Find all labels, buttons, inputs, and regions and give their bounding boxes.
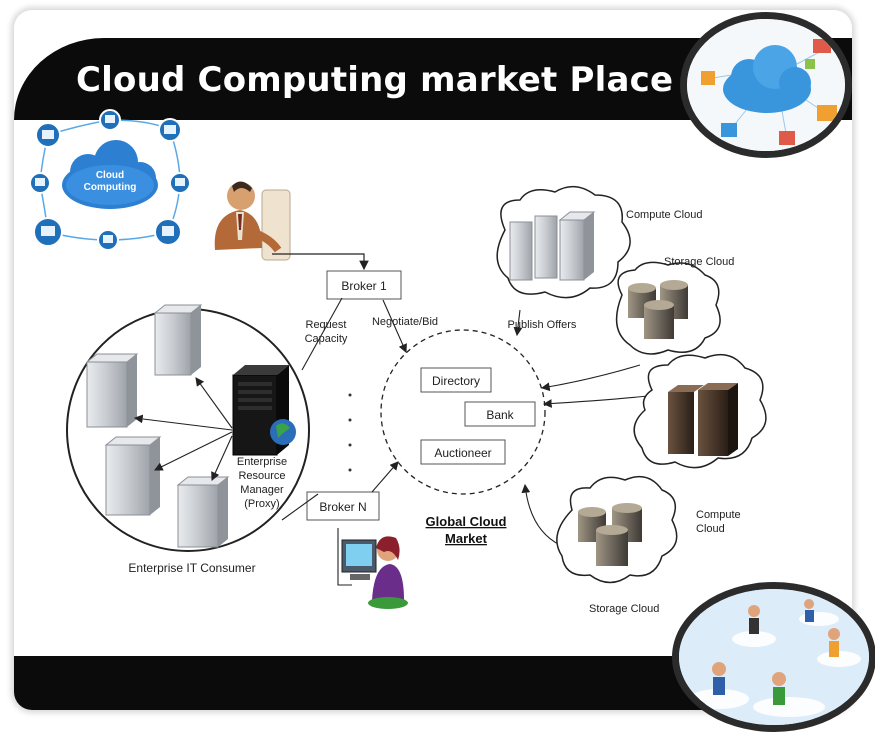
server-icon xyxy=(176,476,230,548)
cloud-computing-label-2: Computing xyxy=(84,182,137,193)
server-icon xyxy=(85,353,139,428)
global-cloud-market-label-1: Global Cloud xyxy=(426,514,507,529)
enterprise-it-consumer-label: Enterprise IT Consumer xyxy=(128,561,255,575)
broker-1-label: Broker 1 xyxy=(341,279,387,293)
auctioneer-box xyxy=(420,439,506,465)
cloud-computing-hub: Cloud Computing xyxy=(29,109,191,251)
cloud-icon xyxy=(62,140,158,209)
compute-cloud-right xyxy=(633,353,767,469)
global-cloud-market-circle xyxy=(380,329,546,495)
broker-1-box xyxy=(326,270,402,300)
connector xyxy=(301,297,343,371)
connector xyxy=(513,309,523,337)
auctioneer-label: Auctioneer xyxy=(434,446,491,460)
bank-box xyxy=(464,401,536,427)
publish-offers-label: Publish Offers xyxy=(508,319,577,331)
broker-n-box xyxy=(306,491,380,521)
directory-box xyxy=(420,367,492,393)
request-capacity-label-2: Capacity xyxy=(305,333,348,345)
cloud-network-badge xyxy=(680,12,852,158)
user-at-computer-icon xyxy=(341,536,408,609)
negotiate-bid-label: Negotiate/Bid xyxy=(372,316,438,328)
server-icon xyxy=(104,436,162,516)
cloud-network-icon xyxy=(687,19,845,151)
proxy-server-icon xyxy=(232,365,296,456)
compute-cloud-top xyxy=(496,186,631,299)
connector xyxy=(281,493,319,521)
page-title: Cloud Computing market Place xyxy=(76,60,674,100)
directory-label: Directory xyxy=(432,374,480,388)
global-cloud-market-label-2: Market xyxy=(445,531,488,546)
businessman-user-icon xyxy=(214,181,291,261)
connector xyxy=(371,461,399,493)
broker-n-label: Broker N xyxy=(319,500,366,514)
storage-drum-icon xyxy=(628,280,688,339)
erm-label-2: Resource xyxy=(238,470,285,482)
cloud-computing-label-1: Cloud xyxy=(96,170,124,181)
connector xyxy=(382,299,407,354)
request-capacity-label-1: Request xyxy=(306,319,347,331)
compute-cloud-right-label-2: Cloud xyxy=(696,523,725,535)
bank-label: Bank xyxy=(486,408,514,422)
erm-label-1: Enterprise xyxy=(237,456,287,468)
server-icon xyxy=(509,211,596,281)
storage-cloud-top-label: Storage Cloud xyxy=(664,256,734,268)
compute-cloud-top-label: Compute Cloud xyxy=(626,209,702,221)
compute-cloud-right-label-1: Compute xyxy=(696,509,741,521)
storage-cloud-bottom-label: Storage Cloud xyxy=(589,603,659,615)
storage-drum-icon xyxy=(578,503,642,566)
erm-label-4: (Proxy) xyxy=(244,498,279,510)
connector xyxy=(337,528,352,586)
connector xyxy=(133,377,233,482)
server-tower-icon xyxy=(668,383,738,456)
storage-cloud-top xyxy=(615,261,721,355)
ellipsis-dots xyxy=(348,393,352,472)
people-cloud-icon xyxy=(679,589,869,725)
erm-label-3: Manager xyxy=(240,484,284,496)
server-icon xyxy=(153,304,203,376)
people-cloud-badge xyxy=(672,582,875,732)
storage-cloud-bottom xyxy=(556,475,678,584)
connector xyxy=(272,253,369,271)
